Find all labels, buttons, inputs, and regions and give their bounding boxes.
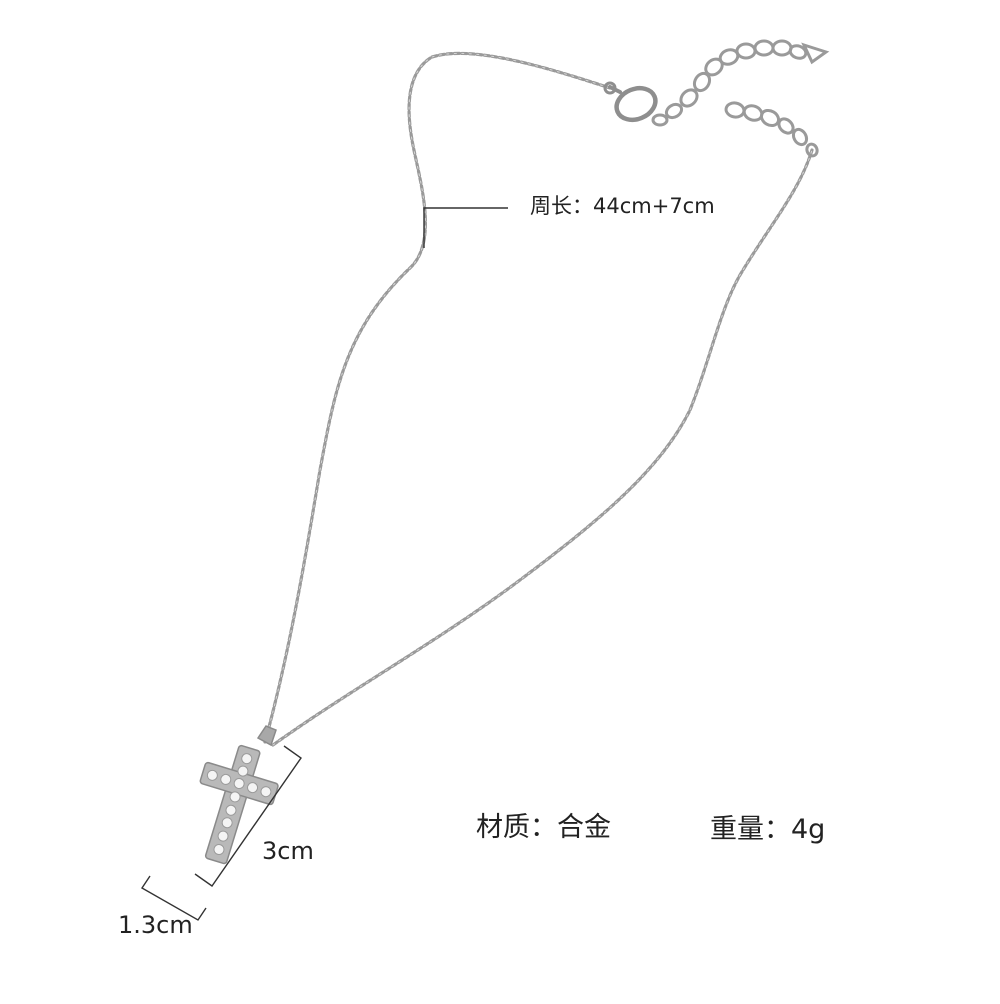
extender-chain — [651, 39, 830, 158]
chain-right-strand — [271, 148, 814, 747]
material-label: 材质：合金 — [476, 812, 611, 843]
weight-label: 重量：4g — [710, 814, 826, 845]
pendant-height-label: 3cm — [262, 837, 314, 865]
height-dimension-bracket — [194, 745, 302, 887]
chain-left-strand — [263, 51, 612, 744]
length-label: 周长：44cm+7cm — [530, 194, 715, 218]
lobster-clasp-icon — [603, 81, 658, 123]
pendant-width-label: 1.3cm — [118, 911, 193, 939]
width-dimension-bracket — [141, 875, 207, 921]
length-callout-line — [423, 207, 508, 248]
cross-pendant-icon — [199, 725, 279, 865]
